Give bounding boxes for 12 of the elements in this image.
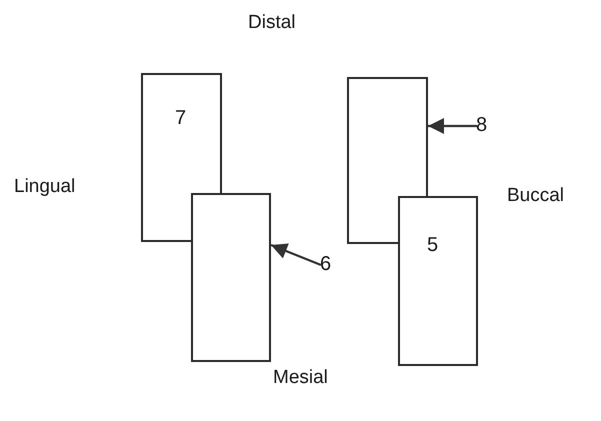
arrow bbox=[428, 118, 477, 134]
rectangle-outline bbox=[398, 196, 478, 366]
callout-number: 6 bbox=[320, 254, 332, 274]
direction-label: Lingual bbox=[14, 176, 76, 198]
rectangle-outline bbox=[191, 193, 271, 362]
direction-label: Distal bbox=[248, 12, 296, 34]
tooth-number: 7 bbox=[175, 108, 186, 128]
callout-number: 8 bbox=[476, 115, 488, 135]
direction-label: Buccal bbox=[507, 185, 564, 207]
tooth-number: 5 bbox=[427, 235, 438, 255]
arrow bbox=[270, 244, 322, 266]
direction-label: Mesial bbox=[273, 367, 328, 389]
